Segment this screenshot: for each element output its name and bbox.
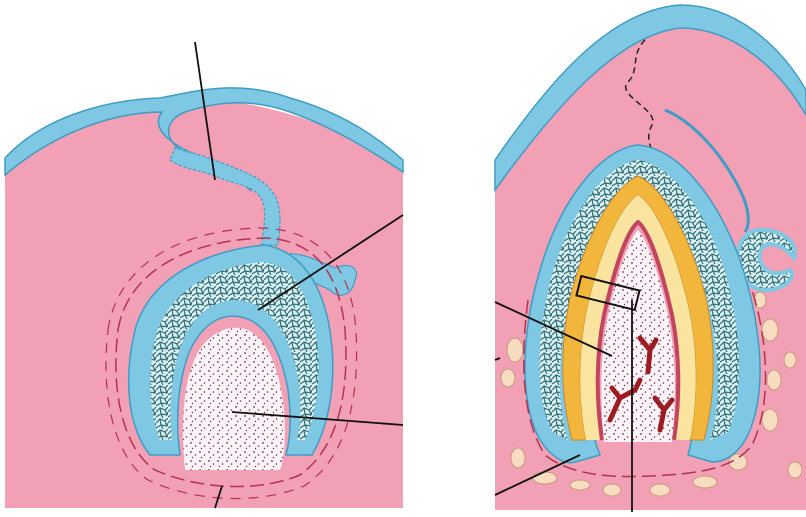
bone-fragment — [762, 409, 778, 431]
bone-fragment — [507, 338, 523, 362]
bone-fragment — [762, 319, 778, 341]
bone-fragment — [767, 370, 781, 390]
panel-right-crown-stage — [495, 5, 806, 512]
bone-fragment — [511, 448, 525, 468]
panel-left-bell-stage — [5, 42, 403, 508]
bone-fragment — [693, 476, 717, 488]
bone-fragment — [533, 472, 557, 484]
bone-fragment — [570, 480, 590, 490]
bone-fragment — [650, 484, 670, 496]
bone-fragment — [788, 462, 802, 478]
bone-fragment — [784, 352, 796, 368]
bone-fragment — [603, 484, 621, 496]
bone-fragment — [501, 369, 515, 387]
